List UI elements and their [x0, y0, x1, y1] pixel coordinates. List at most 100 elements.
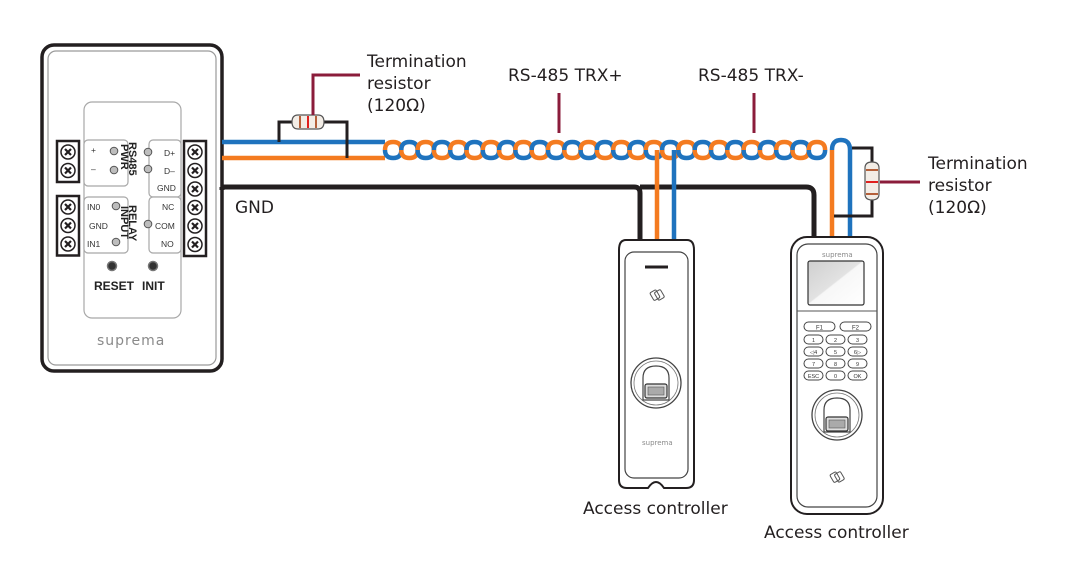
keypad-key: 5 [825, 346, 846, 357]
keypad-key: 1 [803, 334, 824, 345]
leader-termination-left [311, 73, 360, 115]
resistor-left-lead-1 [277, 120, 293, 142]
keypad-key: 9 [847, 358, 868, 369]
controller-2-brand: suprema [822, 251, 853, 259]
twist-segment-upper [643, 139, 665, 151]
controller-1-label: Access controller [583, 499, 728, 519]
relay-pin-no: NO [161, 239, 174, 249]
termination-right-line-3: (120Ω) [928, 198, 987, 218]
twisted-pair [382, 139, 828, 161]
twist-segment-upper [676, 139, 697, 151]
twist-segment-lower [773, 149, 795, 161]
svg-text:2: 2 [834, 338, 837, 344]
keypad-key: OK [847, 370, 868, 381]
svg-text:9: 9 [856, 362, 859, 368]
keypad-key: 6▷ [847, 346, 868, 357]
twist-segment-lower [447, 149, 469, 161]
init-button [147, 260, 159, 272]
screw-terminal-icon [187, 181, 203, 197]
twist-segment-lower [708, 149, 730, 161]
gnd-wire-controller-1 [222, 184, 643, 240]
termination-right-line-2: resistor [928, 176, 992, 196]
twist-segment-lower [562, 149, 583, 161]
controller-2-rfid-icon [829, 471, 845, 483]
twist-segment-lower [480, 149, 502, 161]
twist-segment-upper [773, 139, 795, 151]
keypad-key: 2 [825, 334, 846, 345]
keypad-key: 3 [847, 334, 868, 345]
keypad-key: ESC [803, 370, 824, 381]
termination-resistor-right [864, 161, 880, 201]
screw-terminal-icon [187, 144, 203, 160]
pwr-led-1 [109, 146, 119, 156]
twist-segment-upper [692, 139, 714, 151]
twist-segment-upper [610, 139, 632, 151]
controller-2-screen [807, 260, 865, 306]
termination-left-line-2: resistor [367, 74, 431, 94]
termination-left-line-3: (120Ω) [367, 96, 426, 116]
twist-segment-upper [741, 139, 763, 151]
twist-segment-upper [578, 139, 600, 151]
twist-segment-lower [513, 149, 534, 161]
twist-segment-upper [513, 139, 534, 151]
screw-terminal-icon [187, 199, 203, 216]
rs485-pin-gnd: GND [157, 183, 176, 193]
twist-segment-upper [806, 139, 828, 151]
svg-text:0: 0 [834, 374, 837, 380]
twist-segment-lower [676, 149, 697, 161]
trx-plus-label: RS-485 TRX+ [508, 66, 623, 86]
resistor-right-lead-2 [834, 200, 874, 218]
wires [219, 120, 874, 240]
controller-1-rfid-icon [649, 289, 665, 301]
twist-segment-lower [757, 149, 779, 161]
twist-segment-upper [790, 139, 812, 151]
keypad-key: 0 [825, 370, 846, 381]
twist-segment-lower [725, 149, 746, 161]
twist-segment-lower [382, 149, 404, 161]
twist-segment-lower [496, 149, 518, 161]
svg-text:5: 5 [834, 350, 837, 356]
keypad-key: ◁4 [803, 346, 824, 357]
rs485-pin-dplus: D+ [164, 148, 175, 158]
termination-left-line-1: Termination [366, 52, 467, 72]
controller-2-label: Access controller [764, 523, 909, 543]
twist-segment-lower [806, 149, 828, 161]
twist-segment-lower [741, 149, 763, 161]
trx-minus-label: RS-485 TRX- [698, 66, 804, 86]
keypad-function-key: F2 [839, 321, 872, 332]
resistor-right-lead-1 [852, 146, 874, 162]
twist-segment-upper [594, 139, 616, 151]
twist-segment-upper [725, 139, 746, 151]
twist-segment-upper [415, 139, 437, 151]
twist-segment-upper [464, 139, 486, 151]
twist-segment-upper [447, 139, 469, 151]
input-led-1 [111, 201, 121, 211]
access-controller-1: suprema [618, 239, 695, 489]
screw-terminal-icon [60, 144, 76, 160]
input-pin-in0: IN0 [87, 202, 101, 212]
twist-segment-lower [464, 149, 486, 161]
screw-terminal-icon [60, 162, 76, 179]
svg-text:◁4: ◁4 [810, 350, 817, 356]
termination-right-line-1: Termination [927, 154, 1028, 174]
twist-segment-upper [382, 139, 404, 151]
io-module: + – D+ D– GND IN0 GND IN1 NC COM NO PWR … [40, 43, 224, 373]
svg-text:F1: F1 [816, 326, 824, 332]
screw-terminal-icon [187, 218, 203, 234]
pwr-pin-minus: – [91, 164, 96, 174]
twist-segment-upper [545, 139, 567, 151]
input-pin-in1: IN1 [87, 239, 101, 249]
twist-segment-lower [399, 149, 420, 161]
twist-segment-lower [415, 149, 437, 161]
twist-segment-upper [659, 139, 681, 151]
twist-segment-upper [627, 139, 649, 151]
controller-2-blue-drop [829, 137, 853, 240]
screw-terminal-icon [60, 236, 76, 252]
resistor-left-lead-2 [323, 120, 349, 158]
svg-text:ESC: ESC [808, 374, 819, 380]
module-brand: suprema [97, 333, 165, 349]
rs485-label: RS485 [126, 142, 138, 176]
reset-label: RESET [94, 279, 135, 293]
